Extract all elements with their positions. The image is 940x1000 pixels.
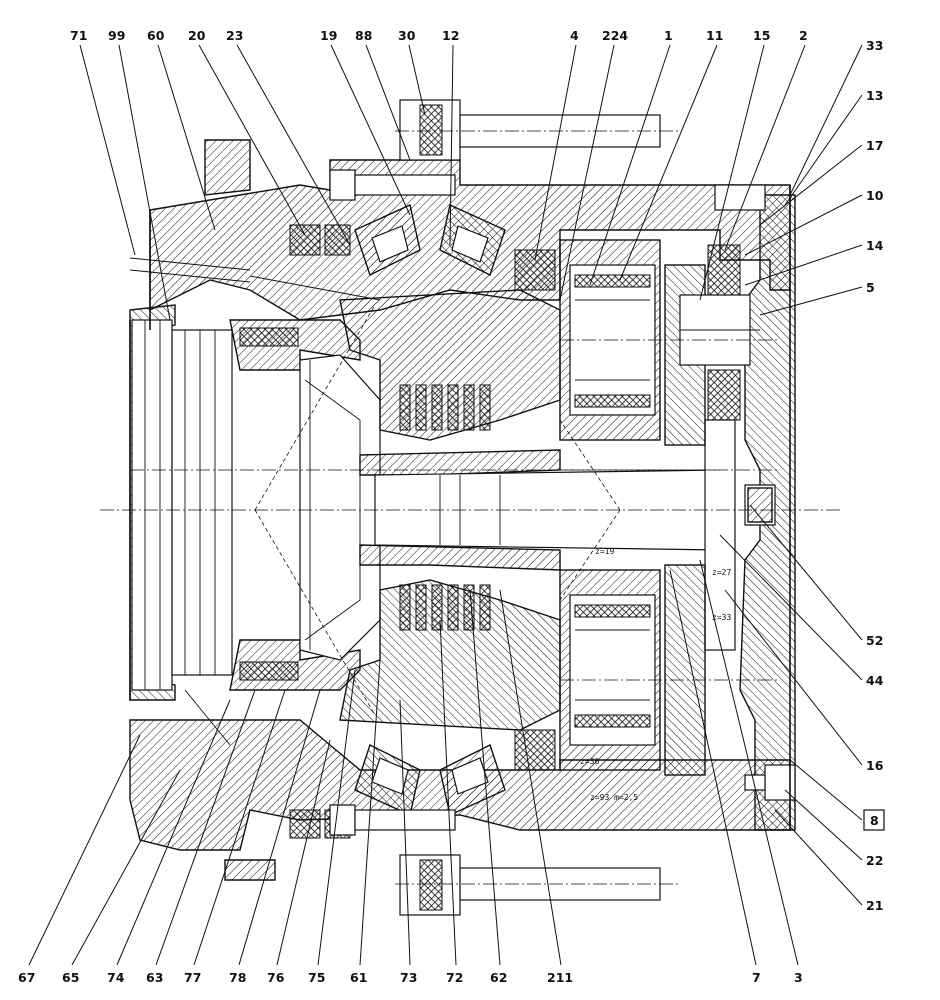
- label-12: 12: [442, 28, 459, 43]
- label-17: 17: [866, 138, 883, 153]
- labels-right: 33 13 17 10 14 5 52 44 16 8 22 21: [863, 38, 885, 913]
- boxed-label-frame: [863, 809, 885, 831]
- label-8: 8: [870, 813, 879, 828]
- label-44: 44: [866, 673, 884, 688]
- label-22: 22: [866, 853, 883, 868]
- label-88: 88: [355, 28, 372, 43]
- note-z19: z=19: [595, 547, 614, 556]
- label-16: 16: [866, 758, 884, 773]
- brake-spring-lower: [239, 661, 299, 681]
- bore-sleeve: [171, 329, 233, 676]
- label-3: 3: [794, 970, 803, 985]
- mounting-flange-top: [204, 139, 251, 196]
- label-1: 1: [664, 28, 673, 43]
- shaft-hub-lower: [359, 544, 561, 571]
- label-15: 15: [753, 28, 770, 43]
- label-33: 33: [866, 38, 883, 53]
- seal-lower-a: [289, 809, 321, 839]
- seal-upper-a: [289, 224, 321, 256]
- ring-4: [514, 249, 556, 291]
- label-99: 99: [108, 28, 125, 43]
- label-62: 62: [490, 970, 507, 985]
- label-224: 224: [602, 28, 628, 43]
- label-63: 63: [146, 970, 163, 985]
- screw-33: [714, 184, 766, 211]
- label-2: 2: [799, 28, 808, 43]
- leader-lines: [28, 44, 863, 966]
- label-76: 76: [267, 970, 285, 985]
- disc-pack-lower: [399, 584, 491, 631]
- label-67: 67: [18, 970, 35, 985]
- note-z33: z=33: [712, 613, 731, 622]
- label-11: 11: [706, 28, 723, 43]
- note-z27: z=27: [712, 568, 731, 577]
- labels-top: 71 99 60 20 23 19 88 30 12 4 224 1 11 15…: [70, 28, 808, 43]
- wheel-bolt-top: [395, 99, 680, 161]
- label-4: 4: [570, 28, 579, 43]
- label-72: 72: [446, 970, 463, 985]
- label-21: 21: [866, 898, 883, 913]
- label-10: 10: [866, 188, 884, 203]
- label-61: 61: [350, 970, 367, 985]
- taper-bearing-top-left: [354, 204, 421, 276]
- label-30: 30: [398, 28, 416, 43]
- bearing-needle-mid: [707, 369, 741, 421]
- label-75: 75: [308, 970, 325, 985]
- disc-pack-upper: [399, 384, 491, 431]
- carrier-plate-lower: [664, 564, 706, 776]
- brake-spring-upper: [239, 327, 299, 347]
- screw-76: [329, 804, 456, 836]
- wheel-bolt-bottom: [395, 854, 680, 916]
- label-7: 7: [752, 970, 761, 985]
- flange-bore-face: [131, 319, 173, 691]
- label-77: 77: [184, 970, 201, 985]
- label-20: 20: [188, 28, 206, 43]
- seal-upper-b: [324, 224, 351, 256]
- note-z36: z=36: [580, 757, 599, 766]
- note-z93: z=93 m=2,5: [590, 793, 638, 802]
- label-5: 5: [866, 280, 875, 295]
- label-13: 13: [866, 88, 883, 103]
- label-14: 14: [866, 238, 884, 253]
- label-60: 60: [147, 28, 165, 43]
- bearing-needle-upper: [707, 244, 741, 296]
- mounting-flange-bottom: [224, 859, 276, 881]
- ring-211: [514, 729, 556, 771]
- label-74: 74: [107, 970, 125, 985]
- label-65: 65: [62, 970, 79, 985]
- label-211: 211: [547, 970, 573, 985]
- label-78: 78: [229, 970, 246, 985]
- labels-bottom: 67 65 74 63 77 78 76 75 61 73 72 62 211 …: [18, 970, 803, 985]
- label-52: 52: [866, 633, 883, 648]
- shaft-hub-upper: [359, 449, 561, 476]
- label-19: 19: [320, 28, 337, 43]
- label-73: 73: [400, 970, 417, 985]
- screw-23: [329, 169, 456, 201]
- taper-bearing-top-right: [439, 204, 506, 276]
- label-71: 71: [70, 28, 87, 43]
- planet-gear-lower: [559, 569, 661, 771]
- label-23: 23: [226, 28, 243, 43]
